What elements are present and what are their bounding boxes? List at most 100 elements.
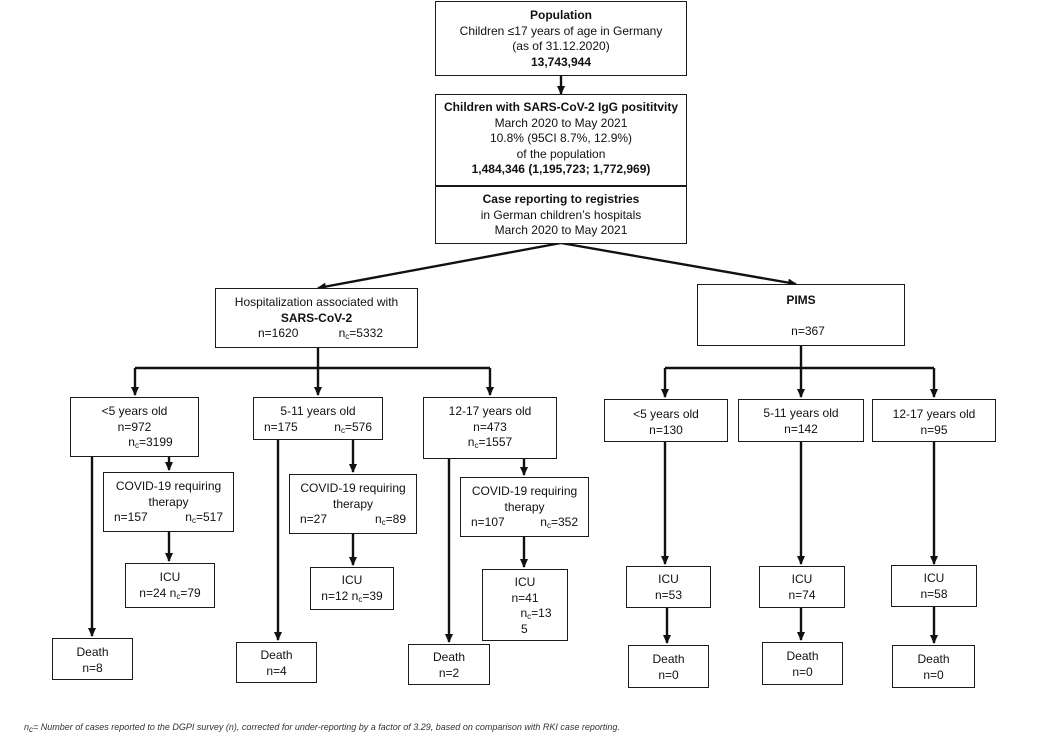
pims-under5-death-n: n=0 xyxy=(658,667,679,682)
pims-under5-death-label: Death xyxy=(652,652,685,666)
seropositive-count: 1,484,346 (1,195,723; 1,772,969) xyxy=(471,162,651,176)
under5-therapy-nc: nc=517 xyxy=(185,510,223,525)
5-11-therapy-line1: COVID-19 requiring xyxy=(300,481,406,495)
under5-icu-values: n=24 nc=79 xyxy=(139,585,201,601)
12-17-death-label: Death xyxy=(432,650,466,664)
seropositive-box: Children with SARS-CoV-2 IgG posititvity… xyxy=(435,94,687,186)
pims-under5-death-box: Death n=0 xyxy=(628,645,709,688)
12-17-icu-label: ICU xyxy=(514,575,536,589)
pims-box: PIMS n=367 xyxy=(697,284,905,346)
pims-5-11-icu-n: n=74 xyxy=(788,587,816,602)
age-under5-box: <5 years old n=972 nc=3199 xyxy=(70,397,199,457)
12-17-icu-n: n=41 xyxy=(511,590,539,605)
pims-5-11-label: 5-11 years old xyxy=(763,406,839,420)
pims-title: PIMS xyxy=(786,293,816,307)
12-17-therapy-box: COVID-19 requiring therapy n=107 nc=352 xyxy=(460,477,589,537)
age-12-17-label: 12-17 years old xyxy=(448,404,532,418)
hospitalization-title: SARS-CoV-2 xyxy=(280,310,353,325)
arrow-registries-to-pims xyxy=(560,241,797,287)
age-under5-nc: nc=3199 xyxy=(128,435,173,450)
5-11-therapy-line2: therapy xyxy=(332,496,374,511)
age-5-11-label: 5-11 years old xyxy=(280,404,356,418)
pims-12-17-box: 12-17 years old n=95 xyxy=(872,399,996,442)
registries-box: Case reporting to registries in German c… xyxy=(435,186,687,244)
footnote: nc= Number of cases reported to the DGPI… xyxy=(24,722,620,734)
12-17-death-n: n=2 xyxy=(438,665,460,680)
age-5-11-n: n=175 xyxy=(264,419,298,434)
under5-icu-label: ICU xyxy=(159,570,181,584)
5-11-therapy-n: n=27 xyxy=(300,512,328,526)
hospitalization-n: n=1620 xyxy=(258,326,299,340)
12-17-therapy-line2: therapy xyxy=(504,499,545,514)
population-line2: (as of 31.12.2020) xyxy=(512,39,610,53)
12-17-icu-nc-wrap: 5 xyxy=(521,621,528,636)
registries-line1: in German children’s hospitals xyxy=(480,207,642,222)
5-11-icu-values: n=12 nc=39 xyxy=(321,588,383,604)
12-17-therapy-nc: nc=352 xyxy=(540,515,578,530)
pims-12-17-death-box: Death n=0 xyxy=(892,645,975,688)
registries-title: Case reporting to registries xyxy=(482,192,640,206)
12-17-icu-nc: nc=13 xyxy=(520,606,552,621)
pims-under5-icu-box: ICU n=53 xyxy=(626,566,711,608)
pims-5-11-icu-label: ICU xyxy=(791,572,813,586)
under5-therapy-line1: COVID-19 requiring xyxy=(115,479,222,493)
5-11-therapy-box: COVID-19 requiring therapy n=27 nc=89 xyxy=(289,474,417,534)
5-11-icu-label: ICU xyxy=(341,573,363,587)
pims-5-11-death-n: n=0 xyxy=(792,664,813,679)
pims-5-11-icu-box: ICU n=74 xyxy=(759,566,845,608)
pims-12-17-n: n=95 xyxy=(920,422,948,437)
pims-under5-box: <5 years old n=130 xyxy=(604,399,728,442)
under5-therapy-n: n=157 xyxy=(114,510,148,524)
5-11-death-box: Death n=4 xyxy=(236,642,317,683)
under5-death-box: Death n=8 xyxy=(52,638,133,680)
age-5-11-box: 5-11 years old n=175 nc=576 xyxy=(253,397,383,440)
5-11-therapy-nc: nc=89 xyxy=(374,512,406,527)
12-17-death-box: Death n=2 xyxy=(408,644,490,685)
population-count: 13,743,944 xyxy=(530,54,592,69)
5-11-death-label: Death xyxy=(260,648,293,662)
pims-under5-icu-label: ICU xyxy=(658,572,679,586)
population-line1: Children ≤17 years of age in Germany xyxy=(459,23,663,38)
age-12-17-n: n=473 xyxy=(473,419,507,434)
pims-under5-label: <5 years old xyxy=(633,407,699,421)
registries-line2: March 2020 to May 2021 xyxy=(494,223,628,237)
age-12-17-box: 12-17 years old n=473 nc=1557 xyxy=(423,397,557,459)
pims-12-17-icu-box: ICU n=58 xyxy=(891,565,977,607)
5-11-death-n: n=4 xyxy=(266,663,287,678)
5-11-icu-box: ICU n=12 nc=39 xyxy=(310,567,394,610)
under5-icu-box: ICU n=24 nc=79 xyxy=(125,563,215,608)
pims-5-11-death-box: Death n=0 xyxy=(762,642,843,685)
footnote-text: = Number of cases reported to the DGPI s… xyxy=(33,722,620,732)
seropositive-line3: of the population xyxy=(516,146,606,161)
pims-5-11-box: 5-11 years old n=142 xyxy=(738,399,864,442)
12-17-therapy-line1: COVID-19 requiring xyxy=(471,484,578,498)
under5-death-n: n=8 xyxy=(82,660,103,675)
age-5-11-nc: nc=576 xyxy=(334,419,372,435)
pims-12-17-label: 12-17 years old xyxy=(892,407,976,421)
seropositive-title: Children with SARS-CoV-2 IgG posititvity xyxy=(443,100,678,114)
12-17-therapy-n: n=107 xyxy=(471,515,505,529)
pims-12-17-icu-label: ICU xyxy=(923,571,945,585)
hospitalization-box: Hospitalization associated with SARS-CoV… xyxy=(215,288,418,348)
under5-therapy-line2: therapy xyxy=(148,494,189,509)
pims-5-11-death-label: Death xyxy=(786,649,819,663)
pims-12-17-death-label: Death xyxy=(917,652,950,666)
hospitalization-nc: nc=5332 xyxy=(338,326,383,341)
age-under5-n: n=972 xyxy=(117,419,152,434)
arrow-registries-to-hospitalization xyxy=(317,241,562,291)
pims-n: n=367 xyxy=(791,323,825,338)
under5-therapy-box: COVID-19 requiring therapy n=157 nc=517 xyxy=(103,472,234,532)
12-17-icu-box: ICU n=41 nc=13 5 xyxy=(482,569,568,641)
pims-under5-n: n=130 xyxy=(649,422,683,437)
pims-12-17-death-n: n=0 xyxy=(923,667,944,682)
age-under5-label: <5 years old xyxy=(101,404,168,418)
pims-under5-icu-n: n=53 xyxy=(654,587,683,602)
pims-5-11-n: n=142 xyxy=(784,421,818,436)
population-title: Population xyxy=(530,8,592,22)
age-12-17-nc: nc=1557 xyxy=(467,435,513,450)
seropositive-line2: 10.8% (95CI 8.7%, 12.9%) xyxy=(489,131,633,145)
hospitalization-line1: Hospitalization associated with xyxy=(234,295,399,309)
pims-12-17-icu-n: n=58 xyxy=(920,586,948,601)
